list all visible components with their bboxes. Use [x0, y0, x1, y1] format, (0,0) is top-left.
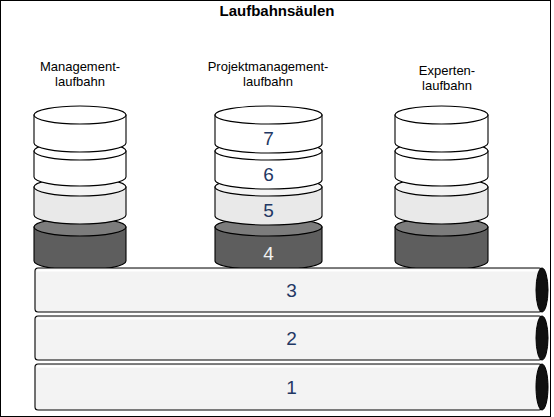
side-disk [395, 106, 488, 152]
disk-group [215, 142, 322, 189]
disk-group [215, 178, 322, 225]
level-number: 5 [263, 201, 274, 220]
band-group [35, 364, 548, 410]
level-number: 6 [263, 165, 274, 184]
base-level-band: 1 [35, 364, 548, 410]
column-header: Projektmanagement- laufbahn [208, 59, 329, 89]
column-header-box: Management- laufbahn [40, 59, 120, 89]
disk-top [395, 106, 488, 124]
disk-top [215, 142, 322, 160]
career-level-disk: 4 [215, 218, 322, 270]
disk-group [215, 218, 322, 270]
band-body [35, 268, 542, 312]
level-number: 1 [286, 378, 297, 397]
band-end [536, 316, 548, 360]
disk-group [215, 106, 322, 153]
band-end [536, 268, 548, 312]
level-number: 4 [263, 244, 274, 263]
diagram-title: Laufbahnsäulen [219, 2, 334, 19]
title-box: Laufbahnsäulen [0, 2, 554, 19]
base-level-band: 2 [35, 316, 548, 360]
career-level-disk: 7 [215, 106, 322, 153]
band-end [536, 364, 548, 410]
band-group [35, 268, 548, 312]
level-number: 2 [286, 329, 297, 348]
level-number: 7 [263, 129, 274, 148]
band-highlight [37, 270, 540, 272]
column-header: Management- laufbahn [40, 59, 120, 89]
side-disk [34, 218, 126, 270]
side-columns [34, 106, 488, 270]
disk-top [34, 106, 126, 124]
band-highlight [37, 366, 540, 368]
band-body [35, 316, 542, 360]
disk-top [215, 218, 322, 236]
band-highlight [37, 318, 540, 320]
side-disk [34, 106, 126, 152]
disk-top [215, 106, 322, 124]
band-group [35, 316, 548, 360]
base-level-band: 3 [35, 268, 548, 312]
column-header-box: Experten- laufbahn [419, 63, 475, 93]
level-number: 3 [286, 281, 297, 300]
side-disk [395, 218, 488, 270]
band-body [35, 364, 542, 410]
column-header-box: Projektmanagement- laufbahn [208, 59, 329, 89]
disk-top [215, 178, 322, 196]
column-header: Experten- laufbahn [419, 63, 475, 93]
